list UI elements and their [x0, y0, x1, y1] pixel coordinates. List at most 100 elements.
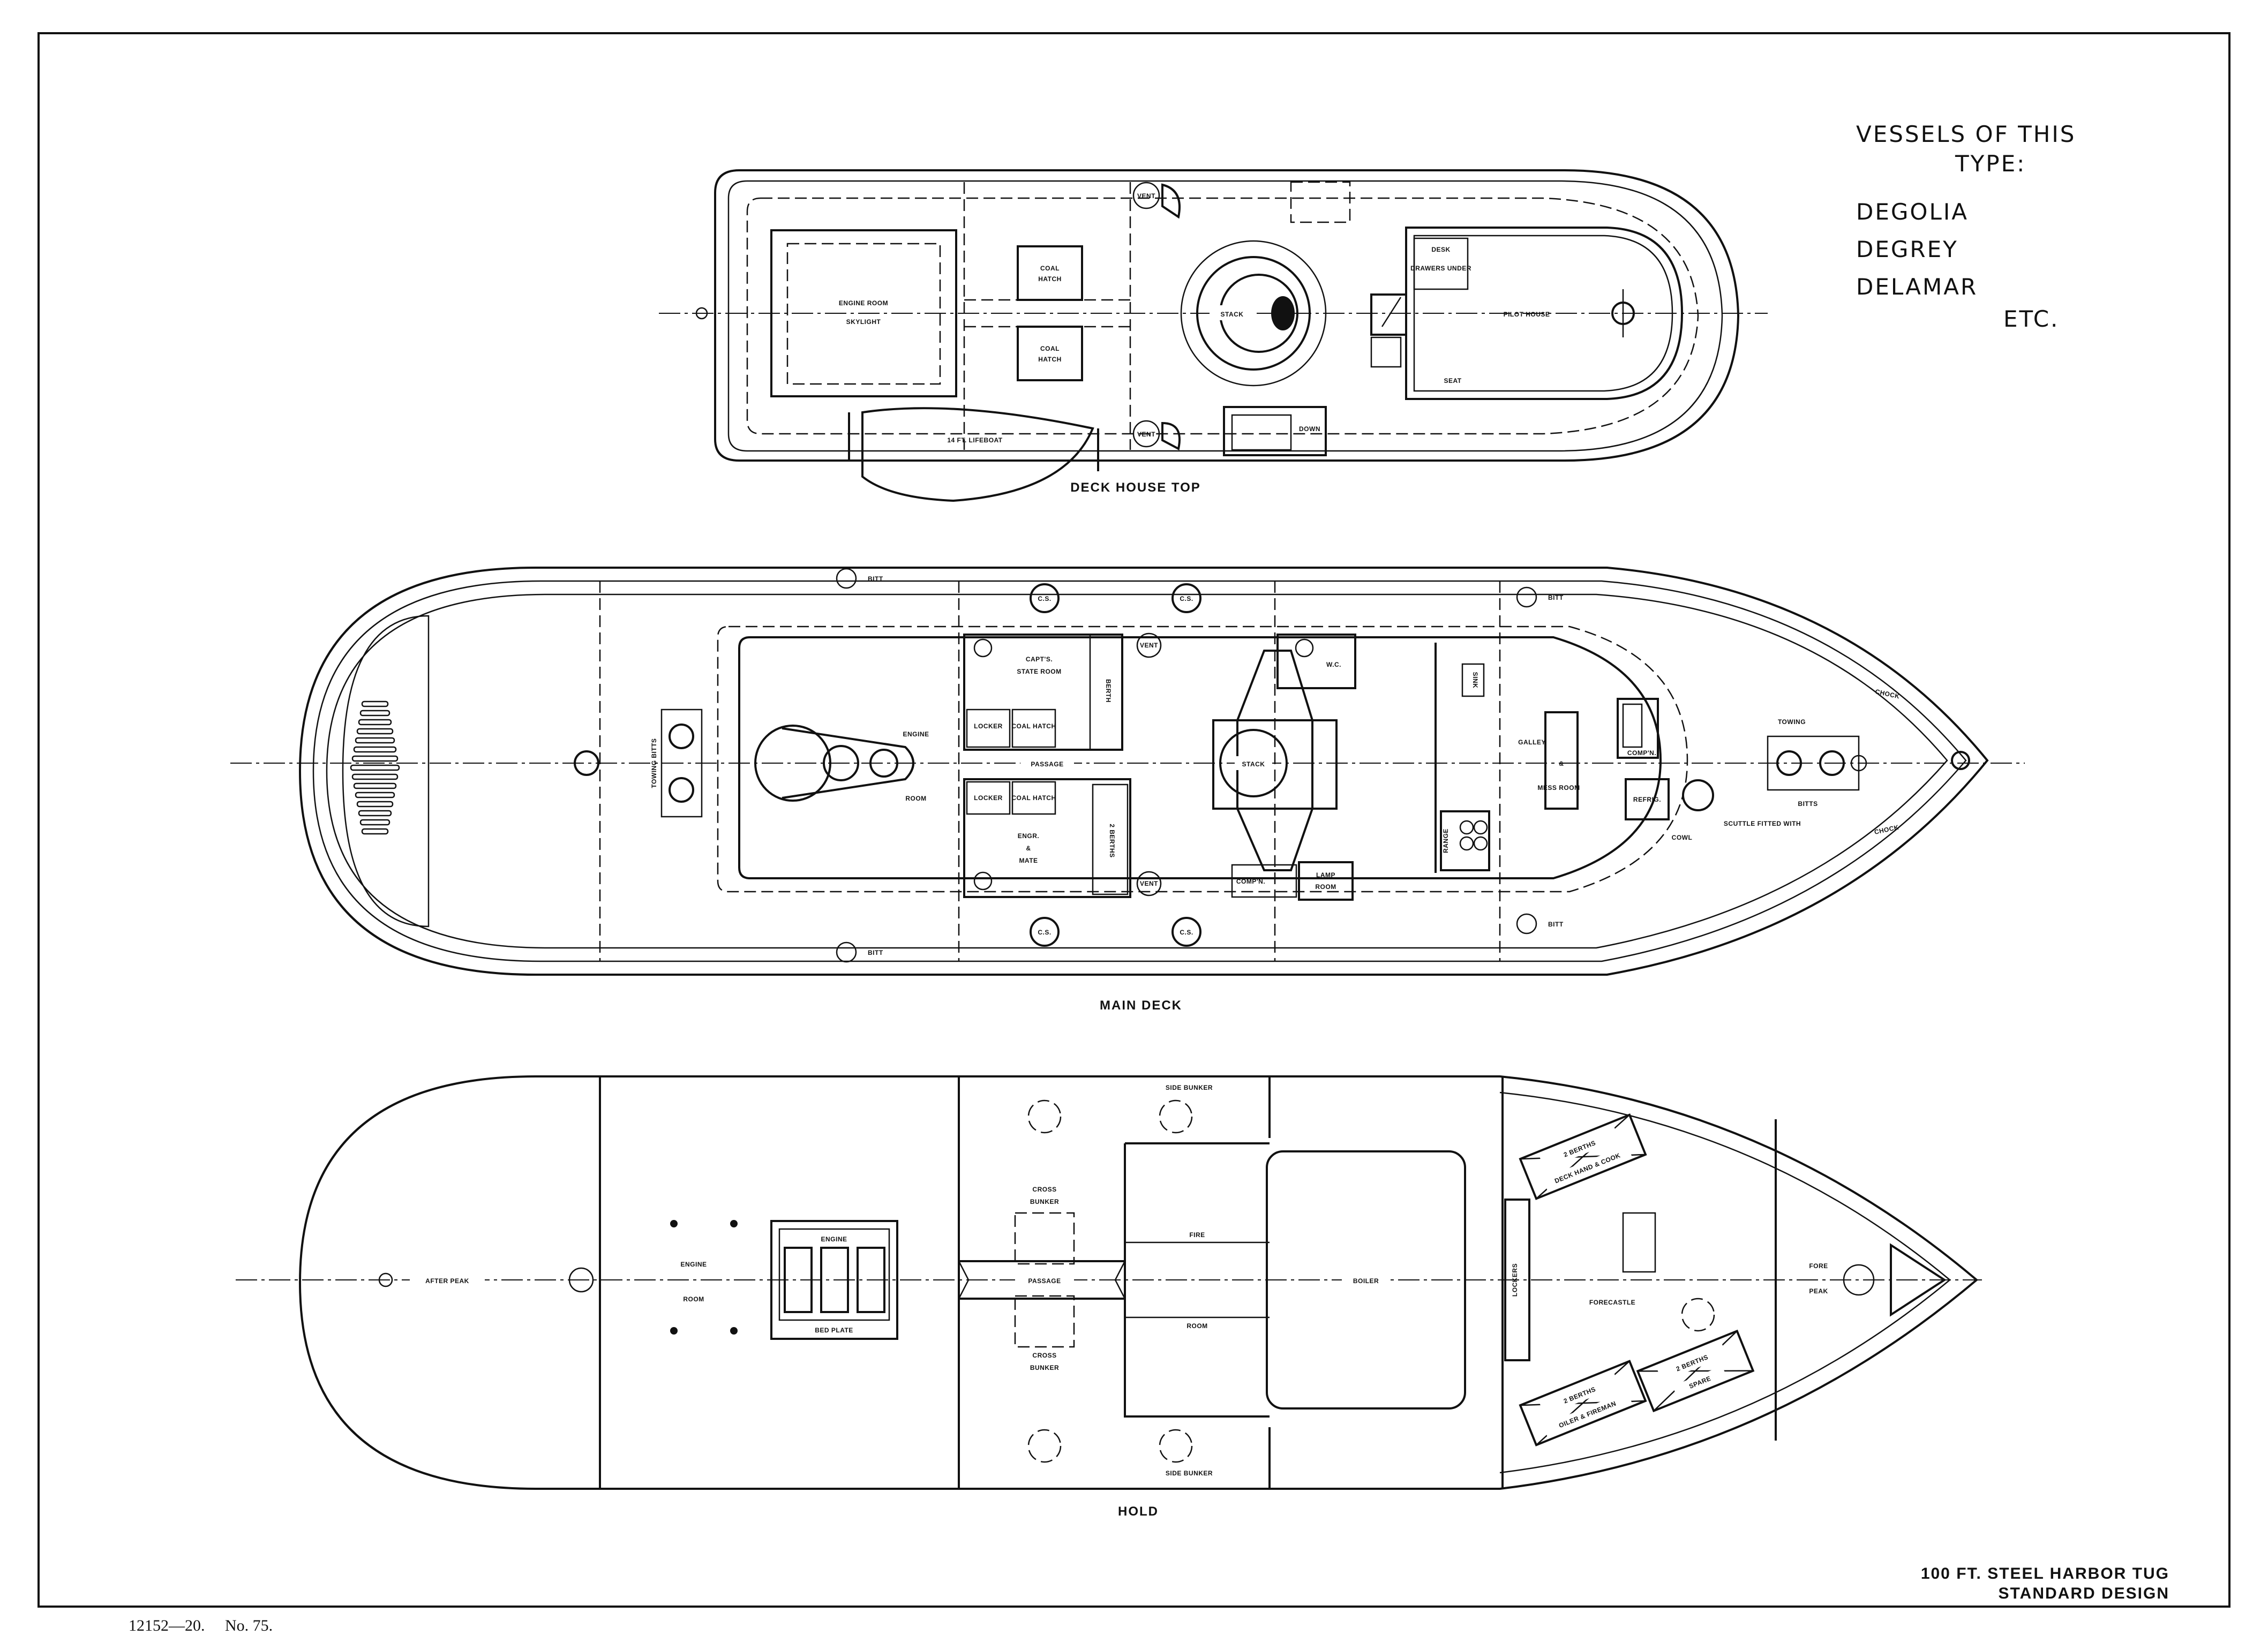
- deck-house-stack-outer: [1180, 240, 1327, 387]
- berth-spare: 2 BERTHS SPARE: [1636, 1329, 1755, 1413]
- footer: 12152—20. No. 75.: [129, 1617, 273, 1634]
- main-deck-caption: MAIN DECK: [1100, 998, 1182, 1013]
- bed-engine-label: ENGINE: [821, 1235, 847, 1243]
- engr-locker: [966, 781, 1011, 815]
- fore-label: FORE: [1809, 1262, 1828, 1270]
- vessel-list: VESSELS OF THIS TYPE: DEGOLIA DEGREY DEL…: [1856, 121, 2076, 332]
- boiler: [1266, 1150, 1466, 1410]
- towing-bitt-aft-2: [669, 777, 694, 803]
- range-plate-1: [1459, 820, 1474, 835]
- fire-room-outline: [1124, 1142, 1270, 1418]
- vessel-name-2: DEGREY: [1856, 236, 1958, 262]
- md-vent-lower: [1136, 871, 1162, 896]
- engr-locker-label: LOCKER: [974, 794, 1003, 802]
- engine-label: ENGINE: [903, 730, 929, 738]
- lockers-label: LOCKERS: [1511, 1263, 1519, 1297]
- skylight-label-2: SKYLIGHT: [846, 318, 881, 326]
- wc-label: W.C.: [1326, 661, 1341, 668]
- lifeboat-label: 14 FT. LIFEBOAT: [947, 436, 1002, 444]
- bitt-fwd-lower-label: BITT: [1548, 921, 1564, 928]
- boiler-label-bg: [1342, 1273, 1390, 1287]
- companion-down: [1223, 406, 1327, 456]
- engine-cylinder-1: [754, 725, 831, 802]
- coal-hatch-lower: [1017, 326, 1083, 381]
- range-plate-4: [1473, 836, 1488, 851]
- main-deck-hull-inner: [312, 580, 1967, 962]
- capts-state-room: [963, 634, 1123, 751]
- md-vent-lower-label: VENT: [1140, 880, 1158, 887]
- grating-slat: [350, 764, 400, 771]
- deck-house-dashed-boundary: [746, 197, 1699, 435]
- vent-top-lower-label: VENT: [1137, 431, 1155, 438]
- bolt-2: [730, 1220, 738, 1227]
- md-vent-upper: [1136, 632, 1162, 658]
- forecastle-ladder: [1622, 1212, 1656, 1273]
- cross-bunker-upper-2: BUNKER: [1030, 1198, 1059, 1205]
- capts-washbasin: [973, 638, 993, 658]
- towing-fwd-label: TOWING: [1778, 718, 1806, 726]
- bitts-fwd-label: BITTS: [1798, 800, 1818, 808]
- pilot-house-desk: [1413, 237, 1469, 290]
- cross-bunker-lower-1: CROSS: [1032, 1352, 1056, 1359]
- main-deck-bulwark: [326, 593, 1948, 949]
- fore-peak-chain-locker: [1890, 1243, 1947, 1317]
- capts-label-1: CAPT'S.: [1026, 655, 1053, 663]
- grating-slat: [361, 700, 389, 707]
- wc-bowl: [1295, 638, 1314, 658]
- lamp-label-2: ROOM: [1315, 883, 1336, 891]
- lifeboat-hull: [861, 407, 1094, 502]
- deck-house-inner-outline: [727, 180, 1723, 452]
- cs-aft-lower-label: C.S.: [1038, 929, 1051, 936]
- md-companion-aft: [1231, 864, 1297, 898]
- chock-upper-label: CHOCK: [1874, 688, 1900, 700]
- engr-label-3: MATE: [1019, 857, 1038, 864]
- scuttle-label-1: SCUTTLE FITTED WITH: [1724, 820, 1801, 827]
- vessel-name-3: DELAMAR: [1856, 274, 1978, 300]
- vessels-heading-1: VESSELS OF THIS: [1856, 121, 2076, 147]
- capts-berth-label: BERTH: [1105, 679, 1112, 703]
- bed-plate-label: BED PLATE: [815, 1327, 853, 1334]
- capts-label-2: STATE ROOM: [1017, 668, 1061, 675]
- side-bunker-bottom-label: SIDE BUNKER: [1166, 1469, 1213, 1477]
- berth-oiler-fireman: 2 BERTHS OILER & FIREMAN: [1519, 1360, 1647, 1446]
- range-plate-2: [1473, 820, 1488, 835]
- engr-berths: [1092, 783, 1129, 895]
- md-comp-aft-label: COMP'N.: [1236, 878, 1265, 885]
- galley-sink-label: SINK: [1471, 672, 1479, 689]
- hold-passage-label: PASSAGE: [1028, 1277, 1061, 1285]
- forecastle-scuttle: [1681, 1298, 1715, 1332]
- footer-number: No. 75.: [225, 1617, 273, 1634]
- grating-slat: [356, 801, 394, 808]
- bitt-fwd-lower: [1516, 913, 1537, 934]
- vent-top-lower-cowl: [1161, 421, 1181, 451]
- footer-ref: 12152—20.: [129, 1617, 205, 1634]
- main-deck-hull-outer: [298, 567, 1989, 976]
- fire-label: FIRE: [1189, 1231, 1205, 1239]
- capts-coal-hatch: [1011, 709, 1056, 748]
- bitt-aft-upper: [836, 568, 857, 589]
- grating-slat: [355, 737, 395, 744]
- hold-plan: AFTER PEAK ENGINE ROOM ENGINE BED PLATE …: [236, 1075, 1982, 1519]
- bitt-aft-lower: [836, 941, 857, 963]
- bed-plate: [770, 1220, 898, 1340]
- skylight-label-1: ENGINE ROOM: [839, 299, 888, 307]
- passage-label: PASSAGE: [1031, 760, 1063, 768]
- engr-washbasin: [973, 871, 993, 891]
- cross-bunker-lower-2: BUNKER: [1030, 1364, 1059, 1371]
- capts-locker: [966, 709, 1011, 748]
- md-stack-label-bg: [1235, 756, 1272, 770]
- fire-room-label: ROOM: [1186, 1322, 1207, 1330]
- stern-grating-slats: [350, 700, 400, 835]
- stern-grating: [342, 615, 430, 928]
- bolt-1: [670, 1220, 678, 1227]
- main-deck-house-dashed: [717, 625, 1688, 893]
- engine-room-skylight: [770, 229, 957, 397]
- hold-caption: HOLD: [1118, 1504, 1159, 1519]
- grating-slat: [358, 719, 392, 726]
- bolt-4: [730, 1327, 738, 1335]
- hold-engine-label: ENGINE: [680, 1261, 707, 1268]
- wc-room: [1276, 634, 1356, 689]
- pilot-drawers-label: DRAWERS UNDER: [1410, 265, 1471, 272]
